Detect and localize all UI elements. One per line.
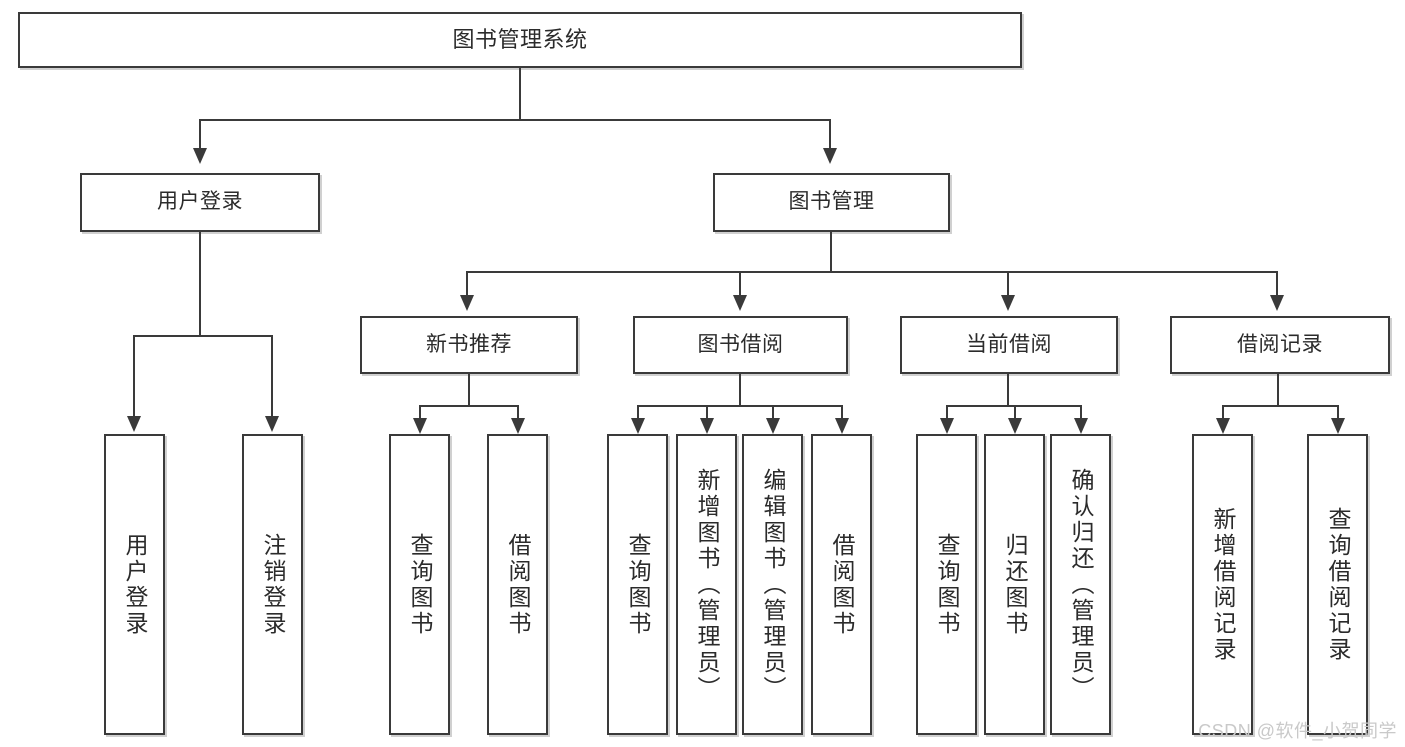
- connector-new-book-recommend-branch-2: [517, 405, 519, 419]
- connector-root-stem: [519, 68, 521, 120]
- connector-user-login-branch-1: [133, 335, 135, 417]
- node-label: 查询借阅记录: [1325, 506, 1351, 663]
- leaf-edit-book[interactable]: 编辑图书（管理员）: [742, 434, 803, 735]
- connector-book-manage-stem: [830, 232, 832, 273]
- arrowhead-leaf-borrow-book-1: [511, 418, 525, 434]
- arrowhead-leaf-return-book: [1008, 418, 1022, 434]
- node-label: 确认归还（管理员）: [1068, 467, 1094, 702]
- arrowhead-leaf-query-record: [1331, 418, 1345, 434]
- arrowhead-leaf-confirm-return: [1074, 418, 1088, 434]
- node-label: 注销登录: [260, 532, 286, 637]
- leaf-user-login[interactable]: 用户登录: [104, 434, 165, 735]
- connector-root-bus: [199, 119, 831, 121]
- leaf-return-book[interactable]: 归还图书: [984, 434, 1045, 735]
- watermark-text: CSDN @软件_小贺同学: [1198, 721, 1397, 741]
- arrowhead-borrow-record: [1270, 295, 1284, 311]
- node-label: 新增图书（管理员）: [694, 467, 720, 702]
- node-label: 查询图书: [407, 532, 433, 637]
- connector-user-login-stem: [199, 232, 201, 336]
- connector-borrow-record-stem: [1277, 374, 1279, 407]
- connector-user-login-bus: [133, 335, 273, 337]
- connector-book-borrow-bus: [637, 405, 843, 407]
- leaf-query-book-2[interactable]: 查询图书: [607, 434, 668, 735]
- connector-borrow-record-bus: [1222, 405, 1339, 407]
- connector-current-borrow-branch-1: [946, 405, 948, 419]
- arrowhead-leaf-query-book-2: [631, 418, 645, 434]
- arrowhead-book-borrow: [733, 295, 747, 311]
- connector-book-borrow-branch-3: [772, 405, 774, 419]
- connector-user-login-branch-2: [271, 335, 273, 417]
- arrowhead-to-user-login: [193, 148, 207, 164]
- node-label: 新增借阅记录: [1210, 506, 1236, 663]
- node-label: 新书推荐: [426, 332, 512, 356]
- node-label: 归还图书: [1002, 532, 1028, 637]
- connector-new-book-recommend-branch-1: [419, 405, 421, 419]
- connector-borrow-record-branch-1: [1222, 405, 1224, 419]
- leaf-confirm-return[interactable]: 确认归还（管理员）: [1050, 434, 1111, 735]
- leaf-query-book-1[interactable]: 查询图书: [389, 434, 450, 735]
- connector-borrow-record-branch-2: [1337, 405, 1339, 419]
- connector-book-borrow-branch-1: [637, 405, 639, 419]
- connector-book-borrow-branch-2: [706, 405, 708, 419]
- arrowhead-leaf-add-record: [1216, 418, 1230, 434]
- leaf-logout-login[interactable]: 注销登录: [242, 434, 303, 735]
- node-label: 用户登录: [122, 532, 148, 637]
- arrowhead-leaf-borrow-book-2: [835, 418, 849, 434]
- node-label: 编辑图书（管理员）: [760, 467, 786, 702]
- connector-book-manage-bus: [466, 271, 1278, 273]
- connector-book-manage-branch-3: [1007, 271, 1009, 296]
- connector-root-to-book-manage: [829, 119, 831, 149]
- connector-book-borrow-branch-4: [841, 405, 843, 419]
- leaf-add-book[interactable]: 新增图书（管理员）: [676, 434, 737, 735]
- node-label: 用户登录: [157, 190, 243, 214]
- node-book-borrow[interactable]: 图书借阅: [633, 316, 848, 374]
- node-new-book-recommend[interactable]: 新书推荐: [360, 316, 578, 374]
- connector-current-borrow-branch-2: [1014, 405, 1016, 419]
- arrowhead-current-borrow: [1001, 295, 1015, 311]
- connector-book-manage-branch-2: [739, 271, 741, 296]
- arrowhead-leaf-edit-book: [766, 418, 780, 434]
- connector-book-manage-branch-4: [1276, 271, 1278, 296]
- connector-current-borrow-branch-3: [1080, 405, 1082, 419]
- node-label: 查询图书: [625, 532, 651, 637]
- node-label: 图书借阅: [697, 332, 784, 356]
- leaf-query-book-3[interactable]: 查询图书: [916, 434, 977, 735]
- node-label: 查询图书: [934, 532, 960, 637]
- node-label: 当前借阅: [966, 332, 1052, 356]
- arrowhead-leaf-logout-login: [265, 416, 279, 432]
- leaf-add-record[interactable]: 新增借阅记录: [1192, 434, 1253, 735]
- node-book-manage[interactable]: 图书管理: [713, 173, 950, 232]
- arrowhead-leaf-add-book: [700, 418, 714, 434]
- connector-new-book-recommend-stem: [468, 374, 470, 407]
- arrowhead-leaf-query-book-3: [940, 418, 954, 434]
- leaf-borrow-book-2[interactable]: 借阅图书: [811, 434, 872, 735]
- connector-current-borrow-stem: [1007, 374, 1009, 407]
- node-user-login[interactable]: 用户登录: [80, 173, 320, 232]
- leaf-query-record[interactable]: 查询借阅记录: [1307, 434, 1368, 735]
- node-borrow-record[interactable]: 借阅记录: [1170, 316, 1390, 374]
- arrowhead-to-book-manage: [823, 148, 837, 164]
- node-label: 借阅图书: [829, 532, 855, 637]
- arrowhead-leaf-user-login: [127, 416, 141, 432]
- connector-book-borrow-stem: [739, 374, 741, 407]
- node-label: 图书管理系统: [452, 27, 588, 53]
- connector-book-manage-branch-1: [466, 271, 468, 296]
- node-label: 借阅记录: [1237, 332, 1323, 356]
- arrowhead-new-book-recommend: [460, 295, 474, 311]
- node-current-borrow[interactable]: 当前借阅: [900, 316, 1118, 374]
- connector-root-to-user-login: [199, 119, 201, 149]
- connector-new-book-recommend-bus: [419, 405, 519, 407]
- node-label: 借阅图书: [505, 532, 531, 637]
- node-label: 图书管理: [788, 190, 875, 214]
- node-root-system[interactable]: 图书管理系统: [18, 12, 1022, 68]
- leaf-borrow-book-1[interactable]: 借阅图书: [487, 434, 548, 735]
- arrowhead-leaf-query-book-1: [413, 418, 427, 434]
